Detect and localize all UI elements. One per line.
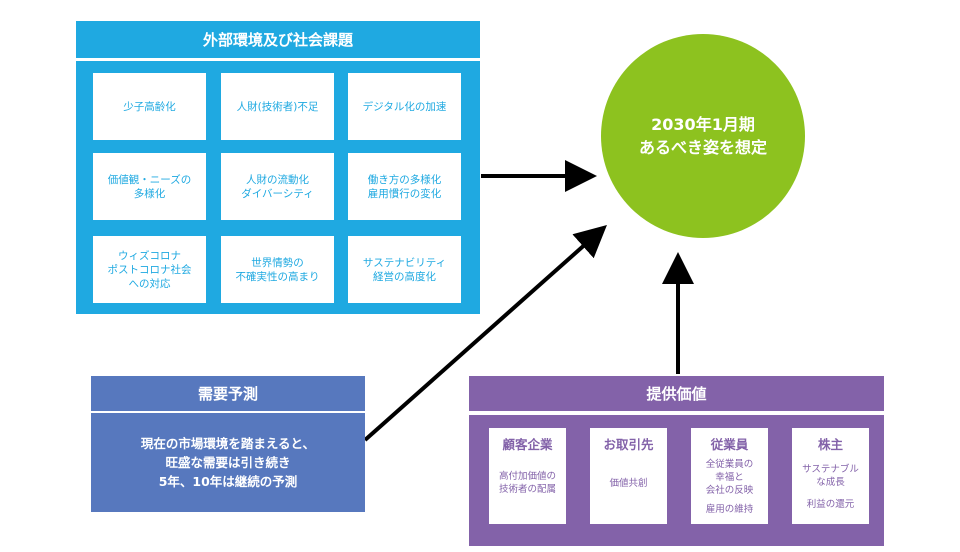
- goal-line-1: 2030年1月期: [651, 115, 755, 134]
- value-card-title: お取引先: [603, 437, 654, 452]
- external-environment-panel: 少子高齢化 人財(技術者)不足 デジタル化の加速 価値観・ニーズの 多様化 人財…: [76, 61, 480, 314]
- ext-item-aging: 少子高齢化: [93, 73, 206, 140]
- value-card-title: 株主: [817, 437, 843, 452]
- demand-forecast-body: 現在の市場環境を踏まえると、 旺盛な需要は引き続き 5年、10年は継続の予測: [91, 413, 365, 512]
- demand-line-2: 旺盛な需要は引き続き: [165, 455, 291, 470]
- ext-item-world-uncertainty: 世界情勢の 不確実性の高まり: [221, 236, 334, 303]
- value-card-partners: お取引先 価値共創: [590, 428, 667, 524]
- ext-item-talent-mobility: 人財の流動化 ダイバーシティ: [221, 153, 334, 220]
- value-card-customers: 顧客企業 高付加価値の 技術者の配属: [489, 428, 566, 524]
- demand-line-1: 現在の市場環境を踏まえると、: [140, 436, 316, 451]
- value-card-desc: 高付加価値の 技術者の配属: [498, 471, 556, 495]
- arrow-demand-to-goal: [363, 225, 607, 442]
- value-card-desc-2: 雇用の維持: [705, 504, 754, 515]
- value-card-employees: 従業員 全従業員の 幸福と 会社の反映 雇用の維持: [691, 428, 768, 524]
- demand-line-3: 5年、10年は継続の予測: [158, 474, 298, 489]
- value-card-desc: 全従業員の 幸福と 会社の反映: [705, 459, 754, 496]
- goal-line-2: あるべき姿を想定: [638, 138, 767, 157]
- value-card-desc: サステナブル な成長: [802, 464, 859, 488]
- goal-circle: 2030年1月期 あるべき姿を想定: [601, 34, 805, 238]
- ext-item-covid: ウィズコロナ ポストコロナ社会 への対応: [93, 236, 206, 303]
- value-card-shareholders: 株主 サステナブル な成長 利益の還元: [792, 428, 869, 524]
- value-provided-panel: 顧客企業 高付加価値の 技術者の配属 お取引先 価値共創 従業員 全従業員の 幸…: [469, 415, 884, 546]
- ext-item-digitalization: デジタル化の加速: [348, 73, 461, 140]
- demand-forecast-title: 需要予測: [91, 376, 365, 411]
- value-card-desc: 価値共創: [609, 478, 648, 489]
- value-card-title: 顧客企業: [502, 437, 553, 452]
- ext-item-diverse-values: 価値観・ニーズの 多様化: [93, 153, 206, 220]
- ext-item-work-styles: 働き方の多様化 雇用慣行の変化: [348, 153, 461, 220]
- external-environment-title: 外部環境及び社会課題: [76, 21, 480, 58]
- ext-item-sustainability: サステナビリティ 経営の高度化: [348, 236, 461, 303]
- value-card-title: 従業員: [710, 437, 749, 452]
- ext-item-talent-shortage: 人財(技術者)不足: [221, 73, 334, 140]
- value-provided-title: 提供価値: [469, 376, 884, 411]
- value-card-desc-2: 利益の還元: [806, 499, 855, 510]
